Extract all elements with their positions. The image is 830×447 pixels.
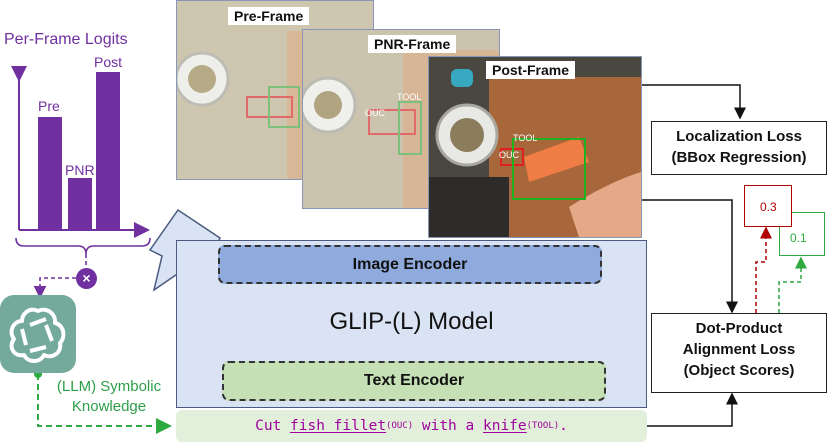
frame-to-alignment-arrow	[640, 199, 738, 314]
logit-label-pre: Pre	[38, 98, 60, 114]
svg-text:OUC: OUC	[365, 108, 386, 118]
svg-text:TOOL: TOOL	[397, 92, 421, 102]
svg-text:TOOL: TOOL	[513, 133, 537, 143]
image-encoder: Image Encoder	[218, 245, 602, 284]
text-prompt: Cut fish fillet(OUC) with a knife(TOOL) …	[176, 410, 647, 442]
logit-bar-post	[96, 72, 120, 230]
knowledge-arrow	[37, 374, 172, 434]
frame-to-localization-arrow	[640, 84, 746, 120]
prompt-tool: knife	[482, 418, 527, 434]
logit-label-post: Post	[94, 54, 123, 70]
red-score-arrow	[755, 226, 772, 313]
green-score-arrow	[778, 256, 807, 313]
prompt-object-tag: (OUC)	[386, 421, 414, 431]
localization-loss-box: Localization Loss (BBox Regression)	[651, 121, 827, 175]
logit-label-pnr: PNR	[65, 162, 95, 178]
post-frame-label: Post-Frame	[486, 61, 576, 79]
logit-bar-pnr	[68, 178, 92, 230]
logits-title: Per-Frame Logits	[4, 31, 128, 48]
red-score-box: 0.3	[744, 185, 792, 227]
post-frame-image: OUC TOOL	[428, 56, 642, 238]
llm-knowledge-label: (LLM) Symbolic Knowledge	[56, 378, 162, 415]
svg-text:OUC: OUC	[499, 150, 520, 160]
multiply-icon: ×	[76, 268, 97, 289]
pre-frame-label: Pre-Frame	[228, 7, 310, 25]
text-encoder: Text Encoder	[222, 361, 606, 401]
prompt-tool-tag: (TOOL)	[526, 421, 560, 431]
glip-model-title: GLIP-(L) Model	[329, 308, 494, 335]
logit-bar-pre	[38, 117, 62, 230]
logits-bracket	[15, 237, 151, 255]
alignment-loss-box: Dot-Product Alignment Loss (Object Score…	[651, 313, 827, 393]
multiply-to-llm-arrow	[33, 277, 76, 299]
pnr-frame-label: PNR-Frame	[368, 35, 457, 53]
prompt-object: fish fillet	[290, 418, 387, 434]
prompt-to-alignment-arrow	[647, 392, 738, 427]
green-score-box: 0.1	[779, 212, 825, 256]
llm-logo-icon	[0, 295, 76, 373]
